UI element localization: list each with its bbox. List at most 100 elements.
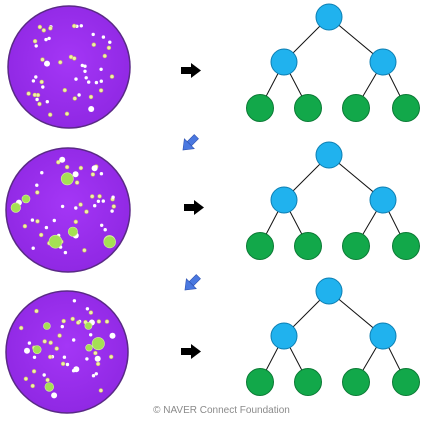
dish-3-dot [57, 333, 62, 338]
dish-1-dot [98, 88, 104, 93]
dish-1-dot [109, 74, 115, 79]
dish-2-dot [64, 164, 70, 170]
dish-1-dot [35, 92, 41, 98]
dish-2-green-colony [60, 172, 74, 186]
dish-1-dot [99, 67, 103, 72]
dish-3-green-colony [43, 322, 51, 330]
dish-2-dot [44, 225, 49, 230]
dish-2-dot [99, 172, 104, 176]
dish-2-dot [96, 199, 101, 203]
dish-2-green-colony [21, 194, 31, 204]
dish-2-dot [40, 171, 44, 175]
dish-2-dot [110, 209, 114, 213]
dish-2-white-colony [91, 165, 98, 172]
dish-1-dot [77, 93, 81, 97]
dish-2-dot [52, 218, 56, 223]
dish-1-dot [83, 69, 87, 74]
dish-2-dot [60, 204, 65, 209]
dish-1-dot [40, 57, 45, 62]
dish-1-dot [48, 26, 53, 31]
tree-3 [246, 277, 420, 396]
dish-1-dot [41, 85, 45, 89]
dish-2-green-colony [10, 202, 21, 213]
dish-3-dot [91, 374, 96, 378]
dish-2-dot [82, 248, 87, 253]
dish-2-dot [74, 206, 78, 210]
dish-2-dots [10, 156, 117, 255]
tree-2-mid-node-0 [270, 186, 298, 214]
dish-3-dot [85, 357, 89, 361]
dish-3-dot [94, 372, 99, 376]
dish-3-green-colony [32, 345, 42, 354]
dish-2-dot [84, 209, 89, 214]
tree-1-leaf-node-2 [342, 94, 370, 122]
dish-3-dot [60, 361, 66, 366]
dish-2-green-colony [67, 226, 78, 237]
tree-3-leaf-node-0 [246, 368, 274, 396]
dish-3-dot [85, 307, 90, 311]
tree-3-mid-node-0 [270, 322, 298, 350]
dish-1-dot [34, 44, 38, 48]
arrow-right-3 [181, 344, 201, 359]
dish-2-dot [103, 228, 107, 232]
dish-3-dot [72, 338, 76, 342]
dish-3-dot [95, 361, 101, 367]
dish-1-dot [106, 45, 112, 50]
dish-1-dot [72, 96, 78, 101]
dish-2-dot [35, 219, 40, 224]
arrow-right-1 [181, 63, 201, 78]
dish-3-dot [27, 341, 32, 345]
dish-1-dot [26, 91, 31, 96]
tree-1-leaf-node-3 [392, 94, 420, 122]
dish-1-white-colony [44, 60, 50, 67]
dish-1-dot [94, 80, 99, 85]
dish-3-dot [19, 325, 24, 331]
dish-2-dot [111, 204, 117, 209]
dish-2-dot [74, 180, 80, 185]
dish-2-dot [63, 250, 68, 255]
dish-1-dot [71, 23, 77, 29]
dish-3-dot [96, 319, 102, 324]
tree-1-mid-node-0 [270, 48, 298, 76]
dish-3-dot [98, 388, 104, 393]
dish-2-green-colony [103, 235, 116, 249]
dish-3-dot [32, 355, 37, 359]
dish-1-dot [84, 76, 88, 80]
dish-1-dot [83, 64, 87, 68]
dish-1-dot [39, 79, 44, 85]
dish-2-green-colony [48, 234, 63, 249]
dish-1-dot [31, 79, 36, 83]
tree-3-leaf-node-1 [294, 368, 322, 396]
dish-3-dot [54, 346, 59, 351]
dish-2-dot [56, 160, 61, 165]
dish-3-white-colony [73, 366, 80, 373]
dish-1-dot [102, 53, 108, 59]
dish-2-dot [38, 232, 44, 238]
row-3 [5, 277, 420, 414]
dish-1-dot [80, 63, 85, 68]
dish-3-dot [34, 308, 39, 314]
dish-3-green-colony [85, 344, 93, 352]
tree-1 [246, 3, 420, 122]
arrow-down-left-1 [182, 134, 199, 151]
dish-3-dot [42, 339, 47, 344]
tree-2-leaf-node-1 [294, 232, 322, 260]
dish-1-dot [44, 37, 48, 42]
dish-2-dot [31, 246, 35, 250]
dish-3-dot [42, 373, 46, 377]
dish-2-dot [78, 165, 84, 171]
dish-3-white-colony [24, 347, 30, 354]
dish-1-dot [108, 40, 112, 44]
arrow-down-left-2 [184, 274, 201, 291]
petri-dish-1 [7, 5, 131, 129]
dish-3-dot [30, 383, 35, 389]
dish-1-dot [74, 77, 78, 81]
tree-2-mid-node-1 [369, 186, 397, 214]
dish-3-dot [108, 354, 114, 359]
dish-3-dot [65, 362, 70, 367]
dish-1-white-colony [88, 106, 95, 112]
tree-3-mid-node-1 [369, 322, 397, 350]
dish-2-dot [78, 202, 83, 207]
dish-1-dot [47, 36, 51, 41]
dish-2-dot [35, 190, 40, 195]
